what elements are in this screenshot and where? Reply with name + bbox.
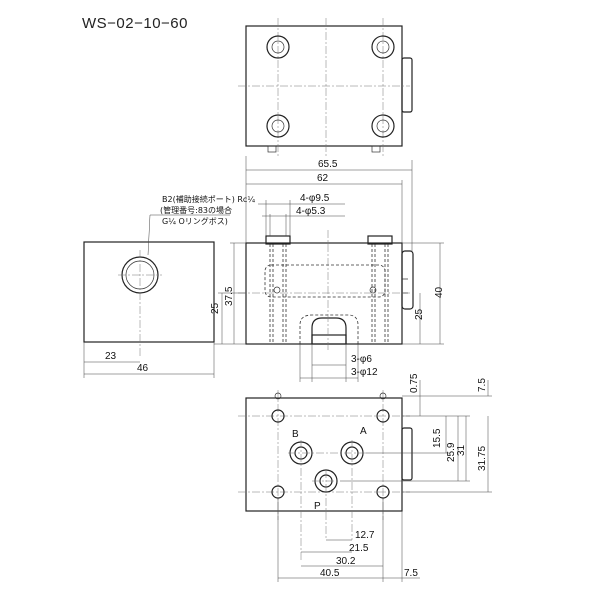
dim-31: 31 [456,444,467,456]
note-line-2: (管理番号:83の場合 [160,205,232,215]
front-view [238,230,414,350]
dim-15-5: 15.5 [432,428,443,448]
bottom-view: B A P [238,390,413,560]
dim-31-75: 31.75 [477,446,488,471]
bottom-view-bolt-holes [271,392,390,499]
dim-3-phi-6: 3-φ6 [351,354,372,365]
dimension-labels: 65.5 62 4-φ9.5 4-φ5.3 B2(補助接続ポート) Rc¼ (管… [105,159,488,579]
bottom-view-solenoid-cap [401,427,413,481]
dim-40-5: 40.5 [320,568,340,579]
dim-25-9: 25.9 [446,442,457,462]
dim-40: 40 [434,286,445,298]
note-line-1: B2(補助接続ポート) Rc¼ [162,194,255,204]
dim-25-left: 25 [210,302,221,314]
dim-37-5: 37.5 [224,286,235,306]
dim-3-phi-12: 3-φ12 [351,367,378,378]
side-view-body [83,241,215,343]
dim-4-phi-9-5: 4-φ9.5 [300,193,330,204]
bottom-view-body [245,397,403,512]
side-view [83,241,215,358]
dim-25-right: 25 [414,308,425,320]
dim-30-2: 30.2 [336,556,356,567]
port-p-label: P [314,501,321,512]
dim-62: 62 [317,173,329,184]
dim-65-5: 65.5 [318,159,338,170]
dim-7-5-top: 7.5 [477,378,488,392]
dimension-lines [83,156,492,582]
dim-4-phi-5-3: 4-φ5.3 [296,206,326,217]
port-a-label: A [360,426,367,437]
dim-12-7: 12.7 [355,530,375,541]
drawing-title: WS−02−10−60 [82,15,188,32]
top-view [238,18,413,156]
dim-46: 46 [137,363,149,374]
dim-7-5-bottom: 7.5 [404,568,418,579]
port-b-label: B [292,429,299,440]
dim-0-75: 0.75 [409,373,420,393]
dim-23: 23 [105,351,117,362]
top-view-bolt-holes [266,35,395,138]
front-view-body [245,242,403,345]
front-view-solenoid-cap [401,250,414,310]
dim-21-5: 21.5 [349,543,369,554]
note-line-3: G¼ Oリングボス) [162,216,228,226]
top-view-solenoid-cap [401,57,413,113]
